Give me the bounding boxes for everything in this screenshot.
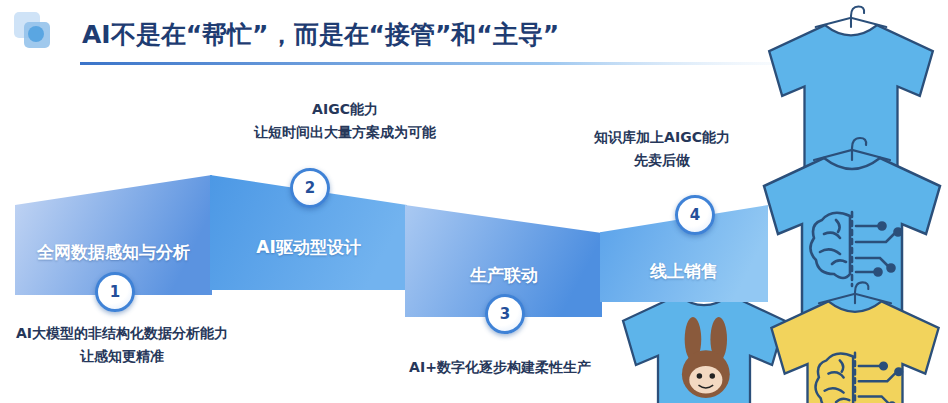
callout-number: 1 xyxy=(110,283,120,301)
callout-number: 2 xyxy=(305,179,315,197)
band-label: 全网数据感知与分析 xyxy=(37,241,190,264)
step-number-circle: 3 xyxy=(485,294,525,334)
tshirt xyxy=(769,7,933,174)
step-number-circle: 1 xyxy=(95,272,135,312)
callout-number: 4 xyxy=(690,206,700,224)
tshirt-brain xyxy=(764,138,940,318)
band-label: AI驱动型设计 xyxy=(256,236,360,259)
tshirt-yellow xyxy=(771,282,938,403)
title-underline xyxy=(80,62,860,65)
step-number-circle: 4 xyxy=(675,195,715,235)
page-title: AI不是在“帮忙”，而是在“接管”和“主导” xyxy=(82,18,559,51)
step-note: 知识库加上AIGC能力 先卖后做 xyxy=(594,126,730,172)
band-label: 生产联动 xyxy=(470,264,538,287)
step-number-circle: 2 xyxy=(290,168,330,208)
step-note: AI+数字化逐步构建柔性生产 xyxy=(409,356,591,379)
band-label: 线上销售 xyxy=(650,260,718,283)
title-icon xyxy=(14,12,50,48)
callout-number: 3 xyxy=(500,305,510,323)
step-note: AIGC能力 让短时间出大量方案成为可能 xyxy=(254,98,436,144)
step-note: AI大模型的非结构化数据分析能力 让感知更精准 xyxy=(16,322,228,368)
